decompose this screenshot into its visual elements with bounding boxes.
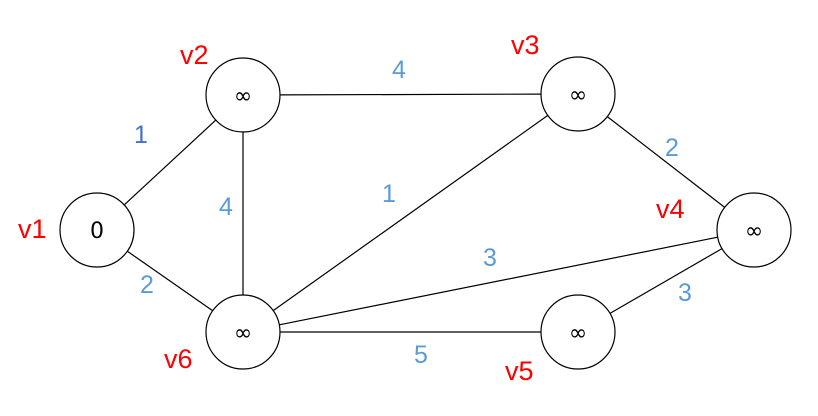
edge-weight-v5-v4: 3 — [678, 279, 692, 307]
node-label-v5: v5 — [505, 356, 534, 386]
node-v1: 0 — [59, 192, 135, 268]
node-circle-v6 — [205, 294, 281, 370]
node-circle-v3 — [540, 56, 616, 132]
node-value-v2: ∞ — [234, 84, 252, 109]
edge-weight-v3-v6: 1 — [382, 180, 396, 208]
node-v6: ∞ — [205, 294, 281, 370]
edge-v3-v6 — [272, 114, 549, 312]
node-label-v6: v6 — [164, 344, 193, 374]
edges-layer — [123, 93, 726, 333]
node-circle-v2 — [205, 57, 281, 133]
node-v5: ∞ — [540, 294, 616, 370]
edge-weight-v6-v5: 5 — [414, 341, 428, 369]
node-circle-v5 — [540, 294, 616, 370]
node-value-v3: ∞ — [569, 83, 587, 108]
node-value-v5: ∞ — [569, 321, 587, 346]
weights-layer: 1 2 4 4 1 2 3 5 3 — [134, 56, 692, 369]
edge-v3-v4 — [606, 116, 726, 208]
edge-weight-v1-v6: 2 — [140, 271, 154, 299]
edge-weight-v1-v2: 1 — [134, 121, 148, 149]
labels-layer: v1 v2 v3 v4 v5 v6 — [18, 30, 685, 386]
edge-v1-v6 — [126, 250, 214, 312]
node-value-v4: ∞ — [745, 219, 763, 244]
node-v2: ∞ — [205, 57, 281, 133]
node-value-v1: 0 — [90, 219, 104, 244]
edge-weight-v2-v6: 4 — [219, 193, 233, 221]
node-label-v1: v1 — [18, 214, 47, 244]
node-label-v4: v4 — [656, 194, 685, 224]
edge-v2-v3 — [279, 93, 542, 96]
nodes-layer: 0 ∞ ∞ ∞ ∞ ∞ — [59, 56, 792, 370]
node-value-v6: ∞ — [234, 321, 252, 346]
node-v3: ∞ — [540, 56, 616, 132]
node-label-v3: v3 — [511, 30, 540, 60]
edge-v1-v2 — [123, 119, 217, 206]
node-label-v2: v2 — [180, 40, 209, 70]
edge-v6-v4 — [279, 236, 718, 326]
edge-weight-v3-v4: 2 — [665, 134, 679, 162]
node-v4: ∞ — [716, 192, 792, 268]
edge-weight-v2-v3: 4 — [392, 56, 406, 84]
node-circle-v1 — [59, 192, 135, 268]
edge-weight-v6-v4: 3 — [483, 244, 497, 272]
edge-v5-v4 — [609, 248, 723, 314]
node-circle-v4 — [716, 192, 792, 268]
